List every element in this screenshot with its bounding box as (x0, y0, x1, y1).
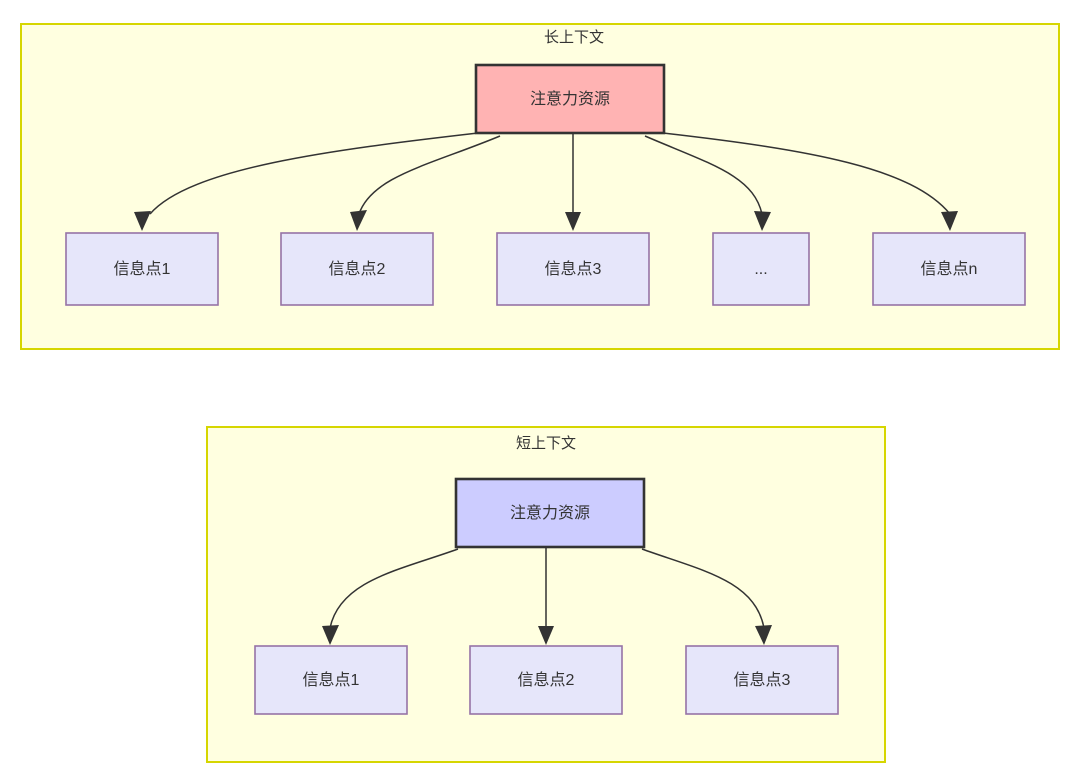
node-info-point-3-long[interactable]: 信息点3 (496, 232, 650, 306)
panel-long-context: 长上下文 注意力资源 信息 (20, 23, 1060, 350)
edge-short-to-info-1 (329, 548, 459, 629)
arrow-head-long-1 (134, 211, 151, 231)
node-info-point-ellipsis-long-label: ... (754, 261, 767, 278)
node-info-point-1-long-label: 信息点1 (114, 260, 171, 278)
node-info-point-2-short-box[interactable] (469, 645, 623, 715)
node-info-point-2-long-box[interactable] (280, 232, 434, 306)
node-info-point-ellipsis-long-box[interactable] (712, 232, 810, 306)
edges-short-context (322, 548, 772, 645)
arrow-head-long-5 (941, 211, 958, 231)
node-info-point-2-short-label: 信息点2 (518, 671, 575, 689)
node-info-point-2-long[interactable]: 信息点2 (280, 232, 434, 306)
node-info-point-1-short-label: 信息点1 (303, 671, 360, 689)
node-info-point-n-long-box[interactable] (872, 232, 1026, 306)
node-info-point-1-short-box[interactable] (254, 645, 408, 715)
arrow-head-short-3 (755, 625, 772, 645)
node-attention-resource-short-box[interactable] (454, 477, 646, 549)
edge-long-to-info-5 (662, 132, 951, 215)
node-info-point-1-short[interactable]: 信息点1 (254, 645, 408, 715)
edges-long-context (134, 132, 958, 231)
node-info-point-2-short[interactable]: 信息点2 (469, 645, 623, 715)
edge-long-to-info-1 (149, 132, 479, 215)
node-attention-resource-long[interactable]: 注意力资源 (474, 63, 666, 135)
node-attention-resource-short[interactable]: 注意力资源 (454, 477, 646, 549)
node-info-point-2-long-label: 信息点2 (329, 260, 386, 278)
edge-long-to-info-2 (358, 135, 501, 215)
node-info-point-3-short-label: 信息点3 (734, 671, 791, 689)
arrow-head-long-2 (350, 210, 367, 231)
node-info-point-n-long-label: 信息点n (921, 260, 978, 278)
node-attention-resource-short-label: 注意力资源 (510, 503, 590, 522)
node-info-point-1-long[interactable]: 信息点1 (65, 232, 219, 306)
edge-long-to-info-4 (644, 135, 763, 215)
node-info-point-3-short-box[interactable] (685, 645, 839, 715)
panel-long-context-title: 长上下文 (544, 29, 604, 46)
panel-short-context-title: 短上下文 (516, 435, 576, 452)
arrow-head-short-1 (322, 625, 339, 645)
arrow-head-long-4 (754, 211, 771, 231)
edge-short-to-info-3 (641, 548, 765, 629)
node-attention-resource-long-box[interactable] (474, 63, 666, 135)
panel-short-context: 短上下文 注意力资源 信息点1 信息点 (206, 426, 886, 763)
node-info-point-3-long-box[interactable] (496, 232, 650, 306)
node-info-point-3-long-label: 信息点3 (545, 260, 602, 278)
node-attention-resource-long-label: 注意力资源 (530, 89, 610, 108)
node-info-point-ellipsis-long[interactable]: ... (712, 232, 810, 306)
node-info-point-n-long[interactable]: 信息点n (872, 232, 1026, 306)
node-info-point-1-long-box[interactable] (65, 232, 219, 306)
arrow-head-short-2 (538, 626, 554, 645)
node-info-point-3-short[interactable]: 信息点3 (685, 645, 839, 715)
arrow-head-long-3 (565, 212, 581, 231)
